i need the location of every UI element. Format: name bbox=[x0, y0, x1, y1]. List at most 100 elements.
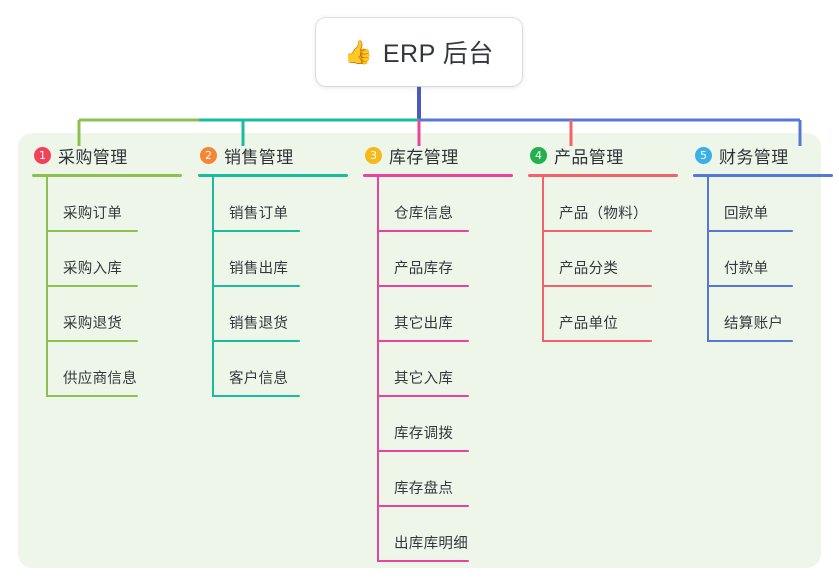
leaf-item[interactable]: 采购退货 bbox=[32, 287, 182, 342]
leaf-item[interactable]: 销售退货 bbox=[198, 287, 348, 342]
leaf-item-rule bbox=[707, 285, 793, 287]
leaf-item-label: 产品（物料） bbox=[559, 206, 648, 222]
branch-header-5[interactable]: 5 财务管理 bbox=[693, 142, 833, 168]
branch-badge-4: 4 bbox=[530, 146, 547, 164]
leaf-item-label: 结算账户 bbox=[724, 316, 784, 332]
branch-items-4: 产品（物料） 产品分类产品单位 bbox=[528, 177, 678, 342]
leaf-item-rule bbox=[46, 230, 138, 232]
branch-rule-4 bbox=[528, 174, 678, 177]
leaf-item[interactable]: 产品库存 bbox=[363, 232, 513, 287]
branch-rule-3 bbox=[363, 174, 513, 177]
branch-items-5: 回款单付款单结算账户 bbox=[693, 177, 833, 342]
branch-items-2: 销售订单销售出库销售退货客户信息 bbox=[198, 177, 348, 397]
branch-rule-1 bbox=[32, 174, 182, 177]
branch-rule-2 bbox=[198, 174, 348, 177]
branch-spine-3 bbox=[377, 177, 379, 562]
leaf-item[interactable]: 其它出库 bbox=[363, 287, 513, 342]
branch-title-5: 财务管理 bbox=[719, 147, 789, 167]
leaf-item[interactable]: 其它入库 bbox=[363, 342, 513, 397]
leaf-item[interactable]: 付款单 bbox=[693, 232, 833, 287]
leaf-item[interactable]: 回款单 bbox=[693, 177, 833, 232]
branch-column-1: 1 采购管理采购订单采购入库采购退货供应商信息 bbox=[32, 142, 182, 397]
branch-header-3[interactable]: 3 库存管理 bbox=[363, 142, 513, 168]
branch-spine-5 bbox=[707, 177, 709, 342]
leaf-item[interactable]: 仓库信息 bbox=[363, 177, 513, 232]
leaf-item[interactable]: 产品（物料） bbox=[528, 177, 678, 232]
leaf-item-label: 销售退货 bbox=[229, 316, 289, 332]
branch-rule-5 bbox=[693, 174, 833, 177]
leaf-item-label: 产品分类 bbox=[559, 261, 619, 277]
leaf-item-label: 产品单位 bbox=[559, 316, 619, 332]
leaf-item-rule bbox=[46, 395, 138, 397]
branch-spine-1 bbox=[46, 177, 48, 397]
leaf-item-rule bbox=[46, 285, 138, 287]
leaf-item-label: 仓库信息 bbox=[394, 206, 454, 222]
branch-spine-2 bbox=[212, 177, 214, 397]
branch-badge-1: 1 bbox=[34, 146, 51, 164]
leaf-item-rule bbox=[377, 285, 469, 287]
leaf-item-label: 库存盘点 bbox=[394, 481, 454, 497]
leaf-item-rule bbox=[542, 285, 652, 287]
leaf-item[interactable]: 销售出库 bbox=[198, 232, 348, 287]
leaf-item-rule bbox=[707, 340, 793, 342]
leaf-item-label: 采购入库 bbox=[63, 261, 123, 277]
leaf-item[interactable]: 采购入库 bbox=[32, 232, 182, 287]
leaf-item[interactable]: 销售订单 bbox=[198, 177, 348, 232]
leaf-item-label: 付款单 bbox=[724, 261, 769, 277]
leaf-item[interactable]: 库存盘点 bbox=[363, 452, 513, 507]
leaf-item[interactable]: 产品分类 bbox=[528, 232, 678, 287]
branch-items-3: 仓库信息产品库存其它出库其它入库库存调拨库存盘点出库库明细 bbox=[363, 177, 513, 562]
branch-column-5: 5 财务管理回款单付款单结算账户 bbox=[693, 142, 833, 342]
leaf-item-rule bbox=[377, 560, 469, 562]
leaf-item-rule bbox=[212, 285, 300, 287]
leaf-item[interactable]: 客户信息 bbox=[198, 342, 348, 397]
leaf-item-label: 出库库明细 bbox=[394, 536, 468, 552]
leaf-item[interactable]: 采购订单 bbox=[32, 177, 182, 232]
leaf-item[interactable]: 产品单位 bbox=[528, 287, 678, 342]
leaf-item-rule bbox=[212, 340, 300, 342]
leaf-item-rule bbox=[377, 395, 469, 397]
branch-title-1: 采购管理 bbox=[58, 147, 128, 167]
leaf-item-rule bbox=[377, 505, 469, 507]
leaf-item[interactable]: 供应商信息 bbox=[32, 342, 182, 397]
leaf-item-rule bbox=[377, 340, 469, 342]
branch-header-1[interactable]: 1 采购管理 bbox=[32, 142, 182, 168]
leaf-item-label: 产品库存 bbox=[394, 261, 454, 277]
root-node[interactable]: 👍 ERP 后台 bbox=[316, 18, 522, 86]
leaf-item-rule bbox=[212, 230, 300, 232]
branch-column-3: 3 库存管理仓库信息产品库存其它出库其它入库库存调拨库存盘点出库库明细 bbox=[363, 142, 513, 562]
leaf-item-label: 供应商信息 bbox=[63, 371, 137, 387]
leaf-item-label: 其它出库 bbox=[394, 316, 454, 332]
leaf-item-label: 库存调拨 bbox=[394, 426, 454, 442]
branch-title-4: 产品管理 bbox=[554, 147, 624, 167]
leaf-item-rule bbox=[377, 450, 469, 452]
leaf-item[interactable]: 库存调拨 bbox=[363, 397, 513, 452]
leaf-item-rule bbox=[542, 230, 652, 232]
branch-badge-5: 5 bbox=[695, 146, 712, 164]
leaf-item-label: 采购订单 bbox=[63, 206, 123, 222]
leaf-item-label: 销售订单 bbox=[229, 206, 289, 222]
branch-title-2: 销售管理 bbox=[224, 147, 294, 167]
leaf-item-rule bbox=[46, 340, 138, 342]
leaf-item[interactable]: 出库库明细 bbox=[363, 507, 513, 562]
leaf-item[interactable]: 结算账户 bbox=[693, 287, 833, 342]
leaf-item-label: 采购退货 bbox=[63, 316, 123, 332]
branches-panel bbox=[18, 133, 821, 568]
leaf-item-label: 其它入库 bbox=[394, 371, 454, 387]
branch-column-4: 4 产品管理产品（物料） 产品分类产品单位 bbox=[528, 142, 678, 342]
leaf-item-rule bbox=[212, 395, 300, 397]
root-node-content: 👍 ERP 后台 bbox=[344, 34, 494, 70]
branch-items-1: 采购订单采购入库采购退货供应商信息 bbox=[32, 177, 182, 397]
branch-title-3: 库存管理 bbox=[389, 147, 459, 167]
leaf-item-rule bbox=[542, 340, 652, 342]
leaf-item-rule bbox=[707, 230, 793, 232]
thumbs-up-icon: 👍 bbox=[344, 38, 373, 65]
leaf-item-label: 回款单 bbox=[724, 206, 769, 222]
branch-header-4[interactable]: 4 产品管理 bbox=[528, 142, 678, 168]
leaf-item-rule bbox=[377, 230, 469, 232]
branch-badge-3: 3 bbox=[365, 146, 382, 164]
leaf-item-label: 销售出库 bbox=[229, 261, 289, 277]
